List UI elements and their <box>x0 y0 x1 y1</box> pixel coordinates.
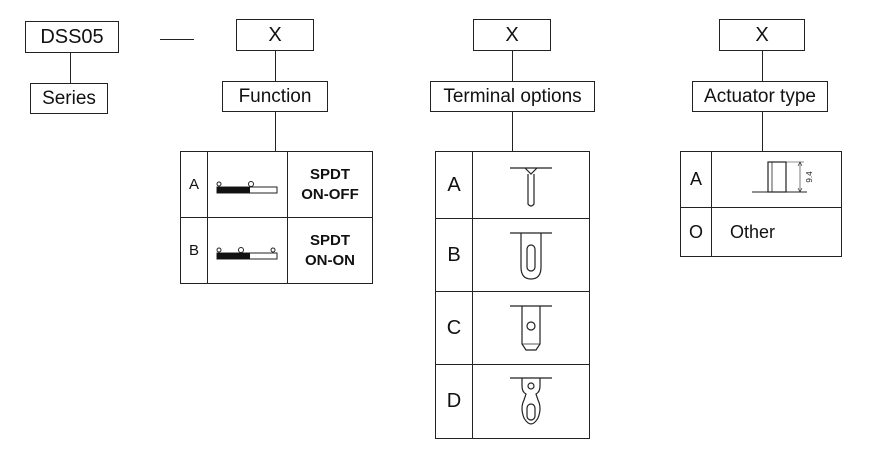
actuator-option-row: O Other <box>680 207 842 257</box>
terminal-option-code: D <box>435 364 473 439</box>
series-code: DSS05 <box>40 25 104 48</box>
actuator-options-table: A 9.4 O Other <box>680 151 842 257</box>
series-code-box: DSS05 <box>25 21 119 53</box>
function-label: Function <box>238 85 312 107</box>
spdt-on-off-switch-icon <box>207 151 288 218</box>
terminal-a-pin-icon <box>472 151 590 219</box>
terminal-option-row: B <box>435 218 590 292</box>
function-option-row: A SPDT ON-OFF <box>180 151 373 218</box>
terminal-connector-top <box>512 51 513 81</box>
series-connector <box>70 53 71 83</box>
function-option-line1: SPDT <box>309 231 350 249</box>
terminal-label-box: Terminal options <box>430 81 595 112</box>
actuator-option-text: Other <box>711 207 842 257</box>
terminal-connector-bottom <box>512 112 513 151</box>
actuator-connector-bottom <box>762 112 763 151</box>
terminal-label: Terminal options <box>443 85 582 107</box>
terminal-c-pcb-pin-icon <box>472 291 590 365</box>
terminal-placeholder: X <box>505 23 519 46</box>
function-placeholder-box: X <box>236 19 314 51</box>
function-placeholder: X <box>268 23 282 46</box>
actuator-label-box: Actuator type <box>692 81 828 112</box>
function-label-box: Function <box>222 81 328 112</box>
actuator-placeholder: X <box>755 23 769 46</box>
terminal-b-solder-lug-icon <box>472 218 590 292</box>
actuator-label: Actuator type <box>704 85 816 107</box>
function-connector-bottom <box>275 112 276 151</box>
function-options-table: A SPDT ON-OFF B <box>180 151 373 284</box>
actuator-dimension-label: 9.4 <box>805 170 814 182</box>
function-connector-top <box>275 51 276 81</box>
spdt-on-on-switch-icon <box>207 217 288 284</box>
actuator-option-row: A 9.4 <box>680 151 842 208</box>
actuator-connector-top <box>762 51 763 81</box>
function-option-line2: ON-ON <box>305 251 355 269</box>
function-option-code: A <box>180 151 208 218</box>
function-option-row: B SPDT ON-ON <box>180 217 373 284</box>
terminal-option-code: B <box>435 218 473 292</box>
actuator-placeholder-box: X <box>719 19 805 51</box>
actuator-option-code: A <box>680 151 712 208</box>
terminal-placeholder-box: X <box>473 19 551 51</box>
terminal-option-row: C <box>435 291 590 365</box>
actuator-a-figure: 9.4 <box>711 151 842 208</box>
terminal-option-row: A <box>435 151 590 219</box>
function-option-code: B <box>180 217 208 284</box>
terminal-option-code: A <box>435 151 473 219</box>
actuator-option-code: O <box>680 207 712 257</box>
terminal-options-table: A B C D <box>435 151 590 439</box>
series-label-box: Series <box>30 83 108 114</box>
terminal-d-quick-connect-icon <box>472 364 590 439</box>
terminal-option-code: C <box>435 291 473 365</box>
function-option-line2: ON-OFF <box>301 185 359 203</box>
series-label: Series <box>42 87 96 109</box>
function-option-line1: SPDT <box>309 165 350 183</box>
separator-dash <box>160 39 194 40</box>
terminal-option-row: D <box>435 364 590 439</box>
